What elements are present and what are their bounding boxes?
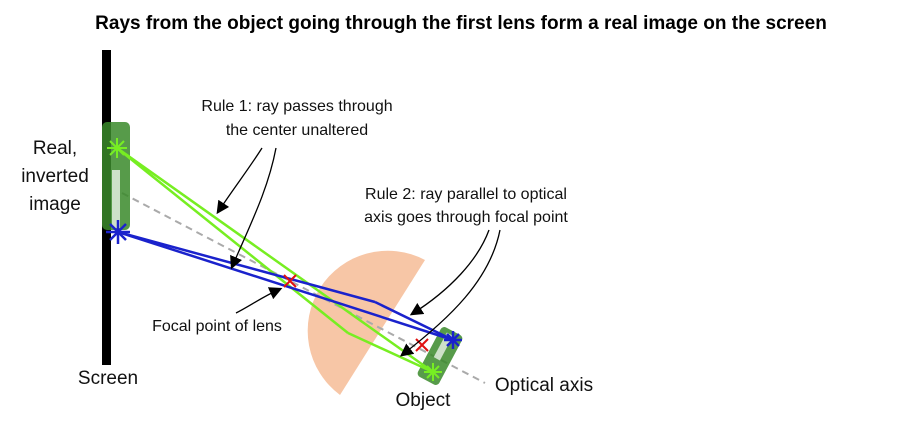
- green-star-image: [107, 138, 127, 158]
- focal-point-marker-far: [415, 338, 429, 352]
- rule1-label-line2: the center unaltered: [226, 122, 368, 139]
- blue-star-object: [444, 331, 462, 349]
- rule2-label-line2: axis goes through focal point: [364, 209, 568, 226]
- rule1-label: Rule 1: ray passes through the center un…: [201, 98, 392, 139]
- lens: [307, 250, 425, 395]
- real-image-label-line1: Real,: [33, 138, 77, 159]
- rule2-label-line1: Rule 2: ray parallel to optical: [365, 186, 567, 203]
- real-image-label: Real, inverted image: [21, 138, 89, 215]
- rule1-pointers: [216, 147, 277, 270]
- real-image-label-line2: inverted: [21, 166, 89, 187]
- rule2-pointers: [399, 229, 501, 357]
- focal-point-marker: [283, 274, 297, 288]
- rule2-label: Rule 2: ray parallel to optical axis goe…: [364, 186, 568, 226]
- focal-point-label: Focal point of lens: [152, 318, 282, 335]
- green-star-object: [424, 363, 442, 381]
- optical-axis-line: [121, 192, 486, 384]
- blue-star-image: [106, 220, 130, 244]
- focal-point-pointer: [235, 287, 283, 314]
- diagram-title: Rays from the object going through the f…: [95, 13, 827, 34]
- optical-axis-label: Optical axis: [495, 375, 593, 396]
- screen-label: Screen: [78, 368, 138, 389]
- rule1-label-line1: Rule 1: ray passes through: [201, 98, 392, 115]
- real-image-label-line3: image: [29, 194, 81, 215]
- green-rays: [116, 146, 434, 374]
- object-label: Object: [396, 390, 452, 411]
